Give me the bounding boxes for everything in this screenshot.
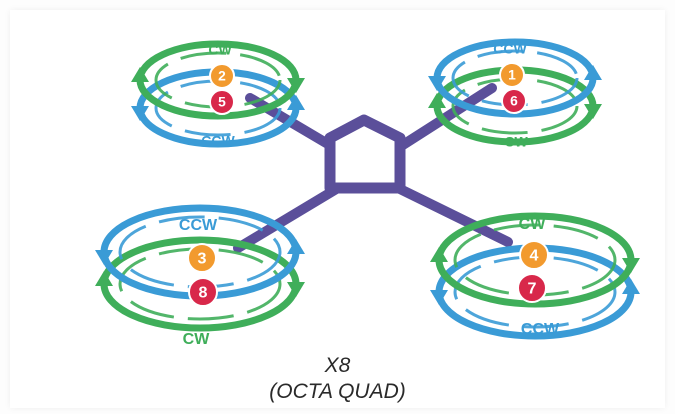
arm-rear-left bbox=[233, 183, 343, 253]
bottom-direction-label-front-right: CW bbox=[504, 134, 528, 150]
top-prop-front-right-arrow-right bbox=[584, 65, 602, 80]
top-motor-front-right-number: 1 bbox=[508, 68, 516, 83]
top-direction-label-front-right: CCW bbox=[493, 41, 527, 57]
prop-group-rear-left: CCW CW 3 8 bbox=[95, 204, 305, 348]
arm-rear-right bbox=[393, 183, 513, 247]
bottom-direction-label-front-left: CCW bbox=[201, 133, 235, 149]
bottom-prop-rear-left-arrow-left bbox=[95, 271, 113, 286]
bottom-prop-front-right-arrow-right bbox=[584, 104, 602, 119]
top-motor-rear-right-badge bbox=[519, 240, 549, 270]
top-prop-rear-right-arrow-right bbox=[622, 258, 640, 273]
top-prop-front-left-arrow-right bbox=[287, 78, 305, 93]
top-motor-rear-left-number: 3 bbox=[198, 249, 207, 267]
prop-group-front-left: CW CCW 2 5 bbox=[131, 40, 305, 149]
top-prop-rear-left-arrow-right bbox=[287, 239, 305, 254]
top-prop-front-left-arrow-left bbox=[131, 67, 149, 82]
bottom-prop-rear-right-arrow-right bbox=[622, 279, 640, 294]
diagram-title: X8 bbox=[324, 354, 351, 377]
bottom-motor-rear-left-number: 8 bbox=[199, 283, 208, 301]
bottom-motor-front-right-number: 6 bbox=[510, 94, 518, 109]
top-motor-front-left-number: 2 bbox=[218, 69, 226, 84]
top-motor-front-right-badge bbox=[499, 62, 525, 88]
top-motor-front-left-badge bbox=[209, 63, 235, 89]
bottom-prop-front-left-arrow-left bbox=[131, 106, 149, 121]
top-prop-rear-left-arrow-left bbox=[95, 250, 113, 265]
top-motor-rear-left-badge bbox=[187, 243, 217, 273]
top-prop-rear-right-arrow-left bbox=[430, 247, 448, 262]
bottom-motor-front-left-number: 5 bbox=[218, 95, 226, 110]
top-direction-label-rear-right: CW bbox=[519, 216, 547, 233]
bottom-motor-front-right-badge bbox=[501, 88, 527, 114]
bottom-motor-rear-right-badge bbox=[517, 273, 547, 303]
top-prop-front-right-arrow-left bbox=[428, 76, 446, 91]
bottom-prop-rear-left-arrow-right bbox=[287, 282, 305, 297]
bottom-prop-front-right-arrow-left bbox=[428, 93, 446, 108]
bottom-motor-rear-left-badge bbox=[188, 277, 218, 307]
top-direction-label-rear-left: CCW bbox=[179, 217, 218, 234]
frame-body bbox=[324, 114, 406, 194]
top-motor-rear-right-number: 4 bbox=[530, 246, 539, 264]
bottom-prop-rear-right-arrow-left bbox=[430, 290, 448, 305]
bottom-motor-front-left-badge bbox=[209, 89, 235, 115]
diagram-subtitle: (OCTA QUAD) bbox=[269, 380, 406, 403]
bottom-motor-rear-right-number: 7 bbox=[528, 279, 537, 297]
bottom-direction-label-rear-left: CW bbox=[183, 331, 211, 348]
bottom-direction-label-rear-right: CCW bbox=[521, 321, 560, 338]
prop-group-front-right: CCW CW 1 6 bbox=[428, 38, 602, 150]
bottom-prop-front-left-arrow-right bbox=[287, 95, 305, 110]
top-direction-label-front-left: CW bbox=[208, 42, 232, 58]
frame-arms bbox=[233, 83, 513, 253]
prop-group-rear-right: CW CCW 4 7 bbox=[430, 212, 640, 340]
